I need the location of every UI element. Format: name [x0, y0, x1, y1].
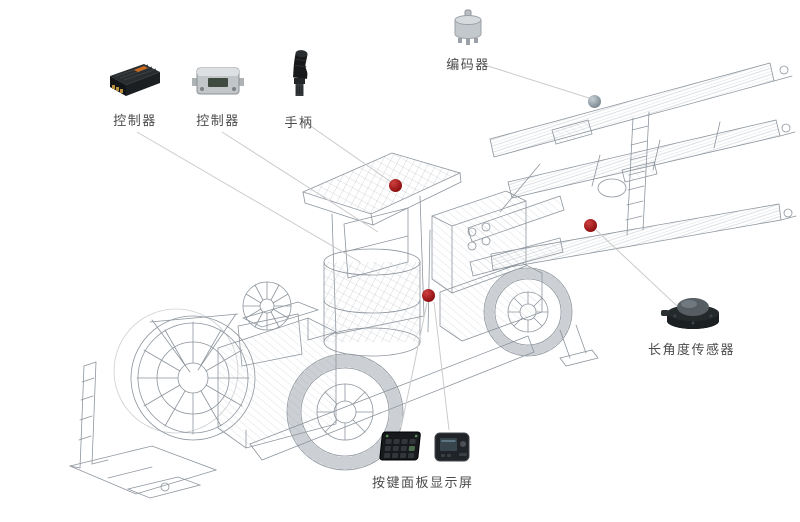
component-display-screen: 显示屏: [430, 430, 474, 491]
cab-roof-marker[interactable]: [389, 179, 402, 192]
leader-lines: [136, 65, 678, 431]
controller-1-label: 控制器: [113, 113, 157, 128]
encoder-label: 编码器: [446, 57, 490, 72]
controller-2-label: 控制器: [196, 113, 240, 128]
cab: [301, 152, 462, 357]
rear-mast: [68, 361, 218, 499]
controller-1-image: [110, 64, 160, 96]
encoder-marker[interactable]: [588, 95, 601, 108]
controller-2-image: [192, 67, 244, 95]
display-screen-image: [434, 432, 470, 462]
keypad-panel-label: 按键面板: [372, 475, 431, 490]
component-long-angle-sensor: 长角度传感器: [648, 283, 735, 358]
component-encoder: 编码器: [446, 8, 490, 73]
front-outrigger: [559, 324, 599, 367]
handle-label: 手柄: [284, 115, 314, 130]
keypad-panel-image: [379, 431, 421, 461]
display-screen-label: 显示屏: [430, 475, 474, 490]
mid-body-marker[interactable]: [422, 289, 435, 302]
drill-booms: [467, 62, 797, 277]
chassis: [249, 335, 535, 461]
long-angle-sensor-image: [660, 298, 719, 329]
long-angle-sensor-label: 长角度传感器: [648, 342, 736, 357]
rear-wheel: [286, 353, 404, 471]
handle-image: [293, 50, 308, 96]
component-handle: 手柄: [282, 48, 316, 131]
boom-marker[interactable]: [584, 219, 597, 232]
rear-body: [217, 301, 337, 449]
component-keypad-panel: 按键面板: [372, 428, 430, 491]
component-controller-1: 控制器: [104, 58, 166, 129]
encoder-image: [454, 9, 482, 45]
component-controller-2: 控制器: [192, 58, 244, 129]
